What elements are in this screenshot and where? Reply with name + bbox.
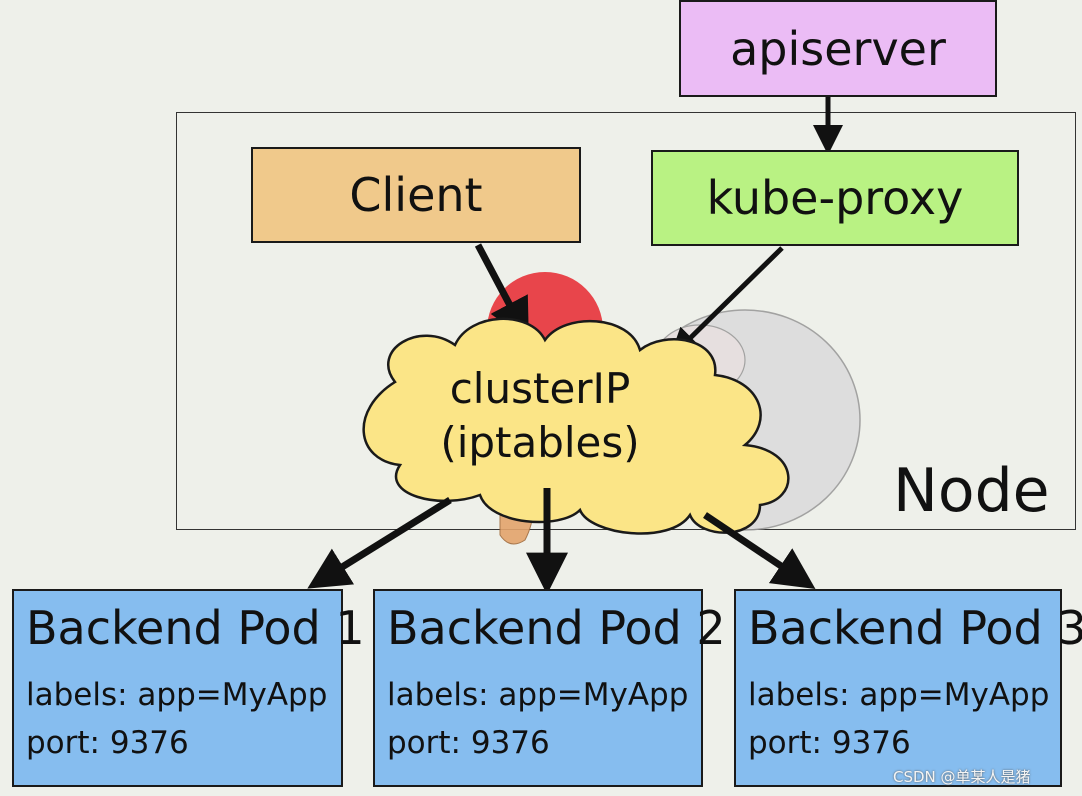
clusterip-label-line1: clusterIP	[449, 364, 631, 413]
kube-proxy-box: kube-proxy	[651, 150, 1019, 246]
client-box: Client	[251, 147, 581, 243]
pod-labels: labels: app=MyApp	[387, 677, 689, 713]
watermark: CSDN @单某人是猪	[893, 768, 1031, 786]
apiserver-box: apiserver	[679, 0, 997, 97]
arrow-kube-proxy-to-clusterip	[669, 246, 784, 359]
client-label: Client	[349, 168, 483, 222]
pod-title: Backend Pod 3	[748, 601, 1082, 655]
pod-title: Backend Pod 2	[387, 601, 726, 655]
arrow-client-to-clusterip	[474, 243, 529, 342]
pod-port: port: 9376	[26, 725, 189, 761]
clusterip-label-line2: (iptables)	[440, 418, 640, 467]
apiserver-label: apiserver	[730, 21, 946, 76]
arrow-clusterip-to-pod1	[307, 497, 452, 589]
pod-port: port: 9376	[748, 725, 911, 761]
backend-pod-3: Backend Pod 3 labels: app=MyApp port: 93…	[734, 589, 1082, 787]
clusterip-label: clusterIP (iptables)	[400, 362, 680, 470]
backend-pod-1: Backend Pod 1 labels: app=MyApp port: 93…	[12, 589, 365, 787]
clusterip-cloud	[362, 317, 790, 535]
pod-labels: labels: app=MyApp	[748, 677, 1050, 713]
arrow-clusterip-to-pod3	[703, 512, 816, 590]
node-label: Node	[893, 456, 1050, 526]
pod-labels: labels: app=MyApp	[26, 677, 328, 713]
pod-title: Backend Pod 1	[26, 601, 365, 655]
pod-port: port: 9376	[387, 725, 550, 761]
kube-proxy-label: kube-proxy	[706, 171, 964, 225]
backend-pod-2: Backend Pod 2 labels: app=MyApp port: 93…	[373, 589, 726, 787]
